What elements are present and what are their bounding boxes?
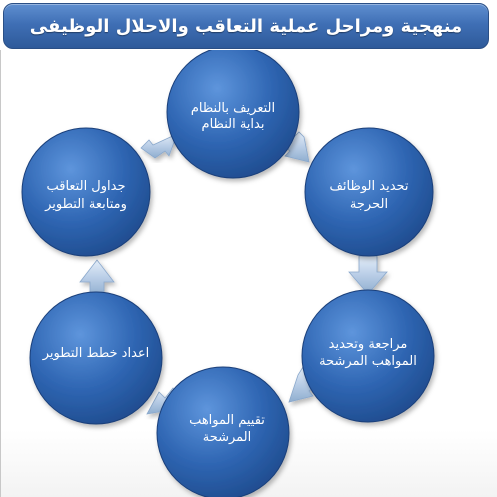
node-6-line1: جداول التعاقب: [46, 179, 125, 194]
arrow-6-to-1: [140, 133, 178, 159]
diagram-title: منهجية ومراحل عملية التعاقب والاحلال الو…: [29, 15, 463, 37]
node-6-line2: ومتابعة التطوير: [44, 197, 127, 212]
node-1-line1: التعريف بالنظام: [191, 101, 275, 116]
node-1: التعريف بالنظام بداية النظام: [166, 50, 300, 179]
node-2-line1: تحديد الوظائف: [329, 179, 408, 194]
node-3-line1: مراجعة وتحديد: [329, 337, 408, 352]
cycle-diagram-svg: التعريف بالنظام بداية النظام تحديد الوظا…: [21, 50, 435, 497]
node-5-line1: اعداد خطط التطوير: [42, 346, 150, 361]
cycle-diagram: التعريف بالنظام بداية النظام تحديد الوظا…: [0, 50, 497, 497]
node-3-line2: المواهب المرشحة: [319, 354, 417, 369]
node-4-line1: تقييم المواهب: [189, 413, 265, 428]
arrow-2-to-3: [348, 255, 388, 295]
node-4: تقييم المواهب المرشحة: [156, 366, 290, 497]
title-banner: منهجية ومراحل عملية التعاقب والاحلال الو…: [3, 3, 489, 49]
node-2-line2: الحرجة: [350, 197, 388, 212]
node-5: اعداد خطط التطوير: [29, 291, 163, 425]
node-1-line2: بداية النظام: [202, 117, 265, 132]
node-4-line2: المرشحة: [203, 430, 252, 445]
node-2: تحديد الوظائف الحرجة: [304, 127, 434, 257]
node-6: جداول التعاقب ومتابعة التطوير: [21, 127, 151, 257]
arrow-5-to-6: [79, 259, 115, 297]
node-3: مراجعة وتحديد المواهب المرشحة: [301, 289, 435, 423]
